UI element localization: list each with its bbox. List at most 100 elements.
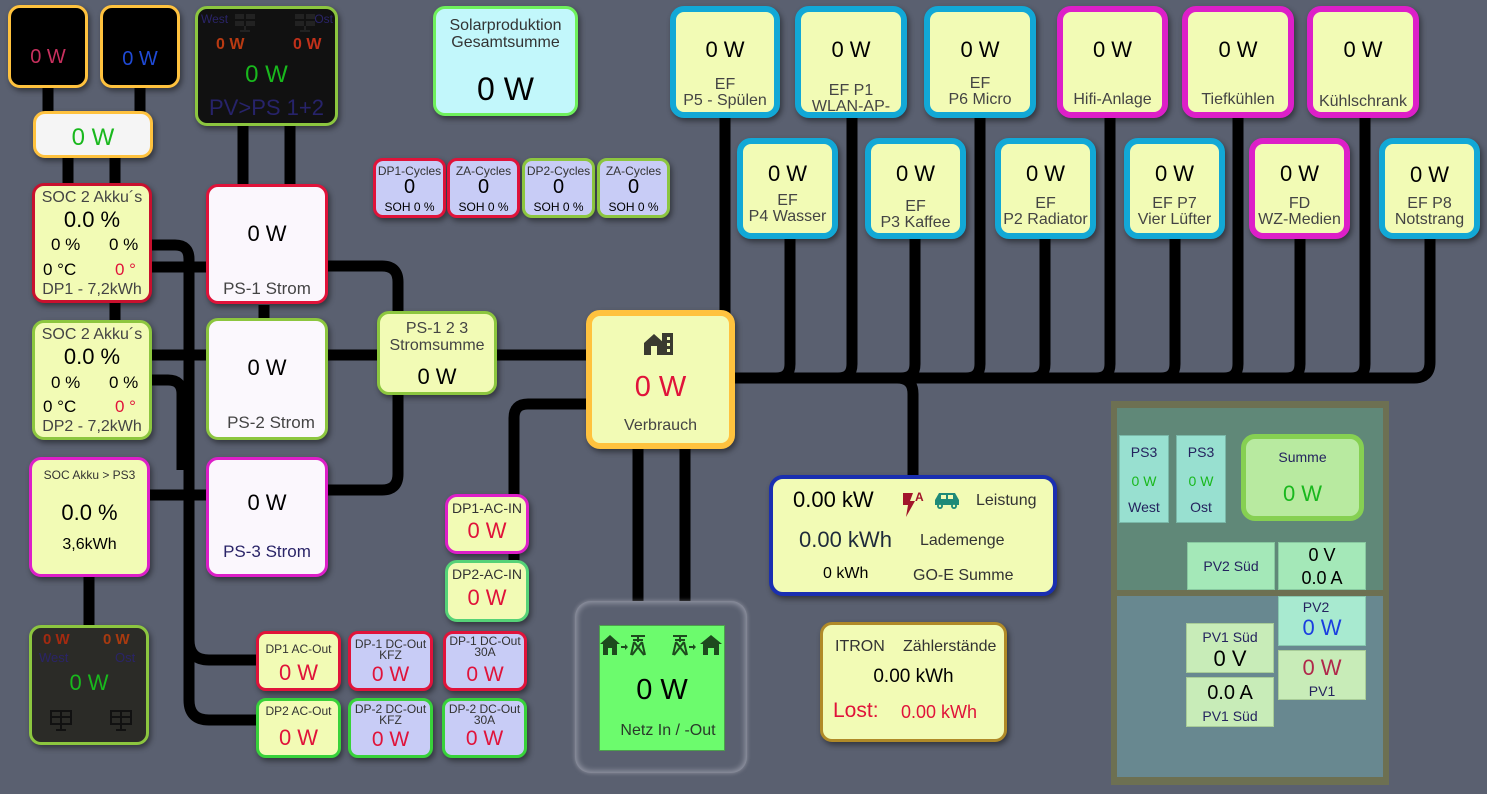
consumer-label-1: EF — [714, 76, 736, 93]
ps-strom-value: 0 W — [247, 490, 287, 515]
cell-value: 0 W — [1282, 481, 1323, 506]
consumer-hifi-anlage: 0 W Hifi-Anlage — [1057, 6, 1168, 118]
grid-to-house-icon — [672, 635, 722, 656]
consumer-value: 0 W — [1025, 161, 1066, 186]
battery-power-box-1: 0 W — [8, 5, 88, 88]
consumer-label-1: EF P7 — [1152, 195, 1197, 212]
output-value: 0 W — [466, 663, 504, 686]
consumer-label-2: Kühlschrank — [1318, 93, 1408, 110]
ps3-west-cell: PS3 0 W West — [1119, 435, 1169, 523]
consumer-value: 0 W — [1218, 37, 1258, 62]
soc-name: DP1 - 7,2kWh — [42, 281, 142, 298]
consumer-wz-medien: 0 W FD WZ-Medien — [1249, 138, 1350, 239]
pv-ps12-box: West Ost 0 W 0 W 0 W PV>PS 1+2 — [195, 6, 338, 126]
cycles-value: 0 — [627, 176, 640, 198]
solar-panel-icon — [295, 14, 315, 32]
charging-bolt-icon: A — [903, 490, 924, 517]
stromsumme-line2: Stromsumme — [389, 337, 485, 354]
output-label: DP2 AC-Out — [265, 704, 332, 718]
dp2-dc-out-kfz-box: DP-2 DC-Out KFZ 0 W — [348, 698, 433, 758]
solar-panel-icon — [110, 710, 132, 731]
dp2-dc-out-30a-box: DP-2 DC-Out 30A 0 W — [442, 698, 527, 758]
pv-ost-label: Ost — [314, 12, 333, 26]
itron-lost-value: 0.00 kWh — [901, 702, 978, 722]
cell-label: PV2 Süd — [1203, 558, 1259, 574]
consumer-value: 0 W — [960, 37, 1000, 62]
output-value: 0 W — [371, 663, 410, 686]
soc-right-percent: 0 % — [109, 373, 139, 392]
ps-strom-value: 0 W — [247, 355, 287, 380]
consumer-label-1: EF P1 — [828, 82, 874, 99]
wallbox-total-label: GO-E Summe — [913, 567, 1014, 584]
dp1-ac-in-box: DP1-AC-IN 0 W — [445, 494, 529, 554]
cell-label: Summe — [1278, 449, 1327, 465]
dp2-ac-in-box: DP2-AC-IN 0 W — [445, 560, 529, 622]
ac-in-value: 0 W — [467, 585, 507, 610]
consumer-label-2: P4 Wasser — [748, 208, 827, 225]
soc-dp1-box: SOC 2 Akku´s 0.0 % 0 % 0 % 0 °C 0 ° DP1 … — [32, 183, 152, 303]
cell-label: West — [1128, 499, 1160, 515]
consumer-value: 0 W — [895, 161, 936, 186]
battery-power-box-2: 0 W — [100, 5, 180, 88]
cell-voltage: 0 V — [1308, 545, 1336, 565]
soc-temperature-2: 0 ° — [115, 397, 136, 416]
svg-text:A: A — [915, 490, 924, 504]
consumer-label-2: P6 Micro — [948, 91, 1012, 108]
cycles-label: ZA-Cycles — [455, 164, 512, 178]
pv1-sued-current-cell: 0.0 A PV1 Süd — [1186, 677, 1274, 727]
consumer-value: 0 W — [1409, 162, 1450, 187]
cell-label: Ost — [1190, 499, 1212, 515]
ps2-strom-box: 0 W PS-2 Strom — [206, 318, 328, 440]
output-label: DP-2 DC-Out — [354, 702, 427, 716]
soh-value: SOH 0 % — [384, 200, 435, 214]
pv-total-value: 0 W — [69, 670, 109, 695]
dp1-dc-out-30a-box: DP-1 DC-Out 30A 0 W — [443, 631, 527, 691]
cell-value: 0 V — [1213, 646, 1247, 671]
output-label-2: 30A — [474, 645, 496, 659]
solar-panel-icon — [50, 710, 72, 731]
soc-name: DP2 - 7,2kWh — [42, 418, 142, 435]
cell-value: 0 W — [1188, 473, 1214, 489]
netz-frame: 0 W Netz In / -Out — [575, 601, 747, 773]
wallbox-power-label: Leistung — [976, 492, 1037, 509]
output-label: DP-1 DC-Out — [354, 637, 427, 651]
cell-value: 0 W — [1302, 615, 1342, 640]
itron-value: 0.00 kWh — [873, 666, 954, 687]
netz-value: 0 W — [636, 674, 688, 706]
consumer-label-2: WLAN-AP-UG — [811, 98, 891, 115]
solar-total-value: 0 W — [477, 71, 534, 107]
pv-ost-value: 0 W — [103, 631, 130, 648]
pv-west-value: 0 W — [43, 631, 70, 648]
cell-label: PV1 Süd — [1202, 629, 1258, 645]
consumer-p7-vier-luefter: 0 W EF P7 Vier Lüfter — [1124, 138, 1225, 239]
pv-ost-label: Ost — [115, 650, 136, 665]
cycles-value: 0 — [552, 176, 565, 198]
output-value: 0 W — [465, 727, 504, 750]
consumer-value: 0 W — [1154, 161, 1195, 186]
consumer-value: 0 W — [705, 37, 745, 62]
consumer-label-1: EF — [777, 192, 798, 209]
consumer-value: 0 W — [1092, 37, 1133, 62]
solar-panel-icon — [235, 14, 255, 32]
pv-total-value: 0 W — [245, 61, 288, 88]
pv-west-label: West — [39, 650, 69, 665]
solar-total-title-1: Solarproduktion — [449, 17, 562, 34]
cycles-box: DP2-Cycles 0 SOH 0 % — [522, 158, 595, 218]
consumer-label-1: EF — [1035, 195, 1056, 212]
consumer-tiefkuehlen: 0 W Tiefkühlen — [1182, 6, 1294, 118]
consumer-label-2: P2 Radiator — [1003, 211, 1088, 228]
output-value: 0 W — [278, 660, 319, 685]
itron-title: ITRON — [835, 638, 885, 655]
battery-power-sum-value: 0 W — [71, 124, 115, 151]
cycles-box: ZA-Cycles 0 SOH 0 % — [597, 158, 670, 218]
ac-in-value: 0 W — [467, 518, 507, 543]
soh-value: SOH 0 % — [458, 200, 509, 214]
verbrauch-value: 0 W — [634, 371, 687, 403]
verbrauch-label: Verbrauch — [624, 417, 697, 434]
wallbox-power-value: 0.00 kW — [793, 487, 874, 512]
pv-ps12-title: PV>PS 1+2 — [209, 95, 324, 120]
output-value: 0 W — [371, 728, 410, 751]
output-label: DP1 AC-Out — [265, 642, 332, 656]
output-label: DP-2 DC-Out — [448, 702, 521, 716]
